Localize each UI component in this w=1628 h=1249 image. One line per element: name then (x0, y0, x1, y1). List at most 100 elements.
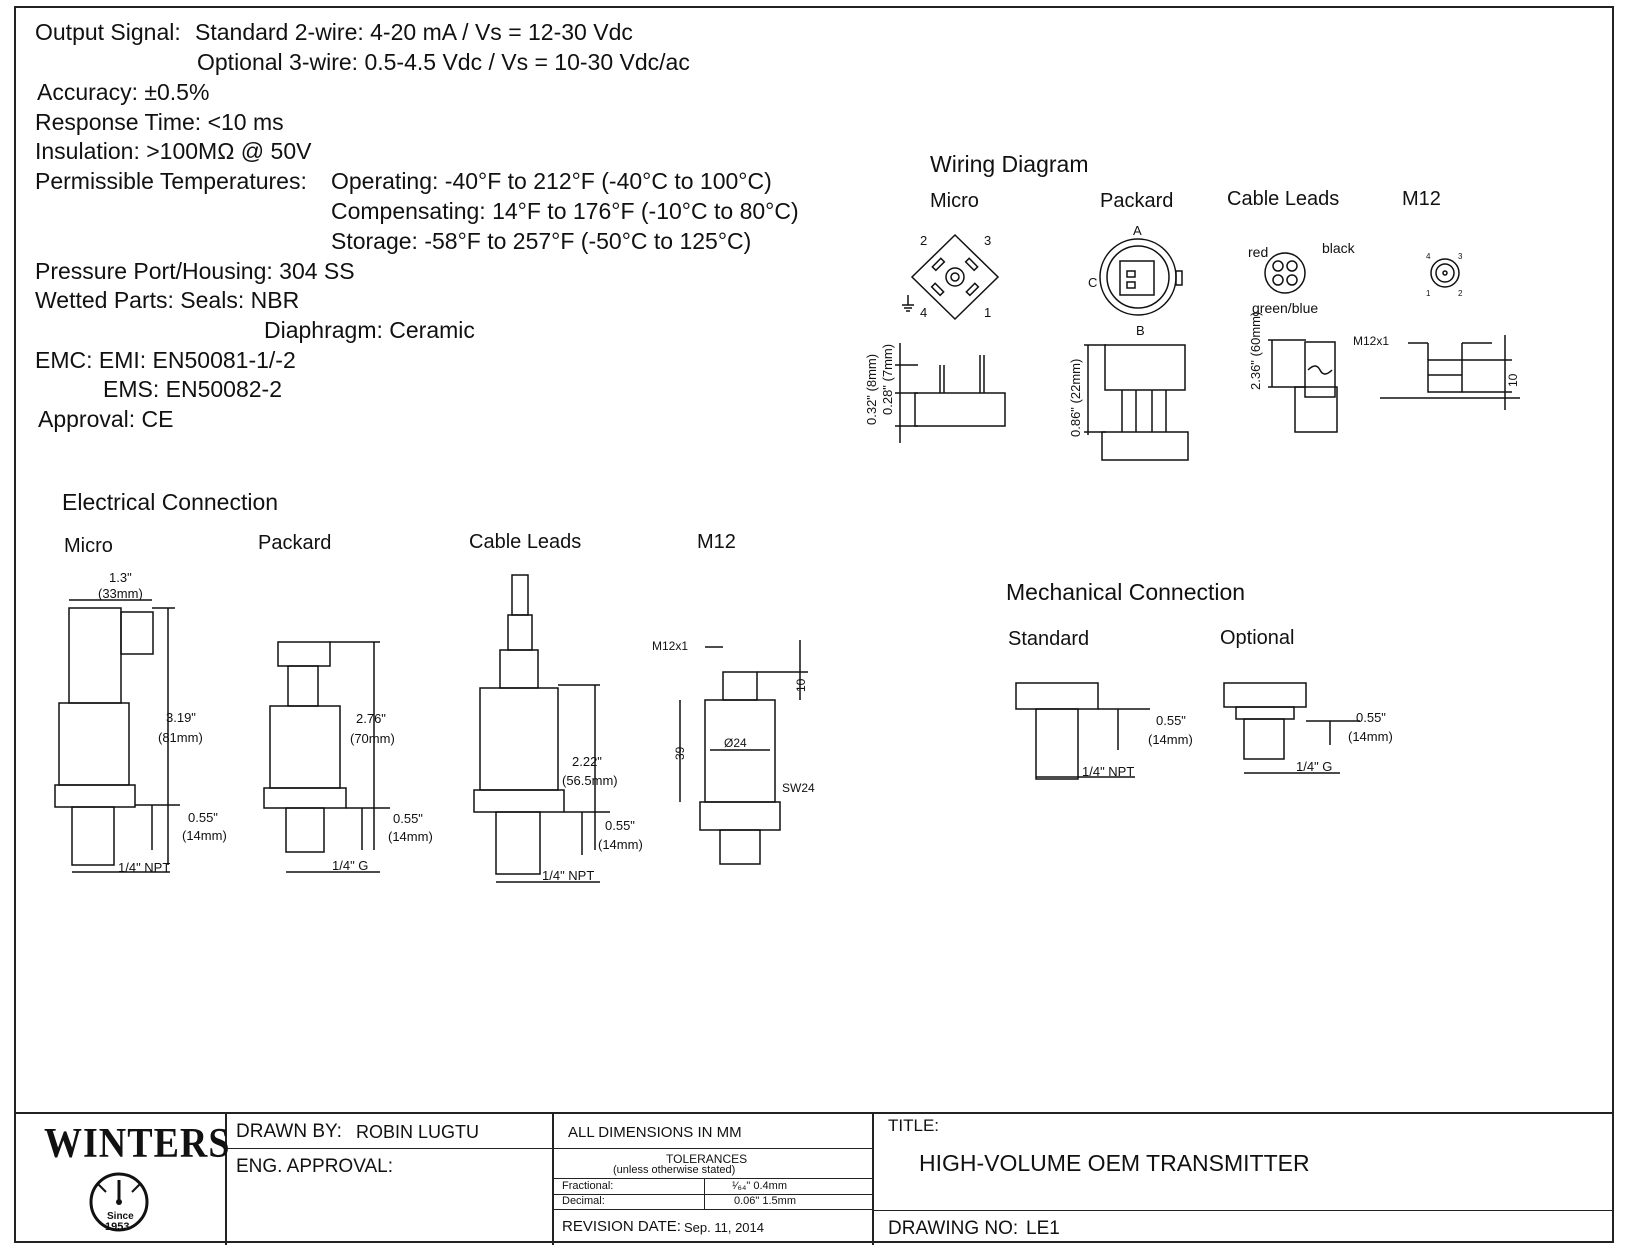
micro-pin-2: 2 (920, 233, 927, 248)
m12-hex (699, 801, 781, 831)
cable-lead-blue (1286, 274, 1298, 286)
standard-thread (1035, 708, 1079, 780)
wire-red-label: red (1248, 244, 1268, 260)
m12-side-body (1427, 359, 1463, 393)
drawing-no-value: LE1 (1026, 1218, 1060, 1239)
tb-hline-mid-3 (552, 1194, 872, 1195)
output-signal-label: Output Signal: (35, 19, 181, 45)
micro-pin-slot-2 (931, 257, 946, 272)
drawing-no-label: DRAWING NO: (888, 1218, 1019, 1239)
m12-sw-label: SW24 (782, 781, 815, 795)
micro-thread-in: 0.55" (188, 810, 218, 825)
micro-width-mm: (33mm) (98, 586, 143, 601)
approval-spec: Approval: CE (38, 406, 174, 432)
packard-pin-2 (1126, 281, 1136, 289)
micro-pin-slot-3 (964, 257, 979, 272)
drawn-by-value: ROBIN LUGTU (356, 1122, 480, 1142)
electrical-connection-title: Electrical Connection (62, 489, 279, 515)
cable-height-in: 2.22" (572, 754, 602, 769)
m12-thread (719, 829, 761, 865)
packard-hex (263, 787, 347, 809)
packard-latch (1175, 270, 1183, 286)
micro-pin-1: 1 (984, 305, 991, 320)
wire-black-label: black (1322, 240, 1356, 256)
packard-body (269, 705, 341, 789)
optional-collar (1235, 706, 1295, 720)
cable-hex (473, 789, 565, 813)
optional-thread (1243, 718, 1285, 760)
packard-height-mm: (70mm) (350, 731, 395, 746)
m12-face-outer (1430, 258, 1460, 288)
electrical-drawings: 1.3" (33mm) 3.19" (81mm) 0.55" (14mm) 1/… (54, 570, 815, 883)
wetted-seals-spec: Wetted Parts: Seals: NBR (35, 287, 300, 313)
micro-center-hole (945, 267, 965, 287)
micro-height-mm: (81mm) (158, 730, 203, 745)
cable-dim-label: 2.36" (60mm) (1248, 312, 1263, 390)
standard-thread-in: 0.55" (1156, 713, 1186, 728)
packard-side-base (1101, 431, 1189, 461)
micro-dim-label-a: 0.28" (7mm) (880, 344, 895, 415)
cable-gland (499, 649, 539, 689)
m12-face-inner (1435, 263, 1455, 283)
micro-side-body (914, 392, 1006, 427)
cable-wire (511, 574, 529, 616)
packard-pin-a: A (1133, 223, 1142, 238)
micro-pin-3: 3 (984, 233, 991, 248)
tolerances-note: (unless otherwise stated) (613, 1164, 736, 1176)
micro-pin-slot-1 (965, 282, 980, 297)
wiring-cable-label: Cable Leads (1227, 188, 1340, 210)
decimal-value: 0.06" 1.5mm (734, 1195, 796, 1207)
since-year: 1953 (105, 1221, 130, 1233)
gauge-icon (89, 1172, 149, 1232)
response-time-spec: Response Time: <10 ms (35, 109, 284, 135)
temp-operating: Operating: -40°F to 212°F (-40°C to 100°… (331, 168, 772, 194)
micro-dim-label-b: 0.32" (8mm) (864, 354, 879, 425)
micro-connector-face (910, 233, 1000, 321)
micro-thread (71, 806, 115, 866)
cable-body (479, 687, 559, 791)
standard-npt: 1/4" NPT (1082, 764, 1134, 779)
mechanical-connection-title: Mechanical Connection (1006, 579, 1246, 605)
m12-pin-2: 2 (1458, 289, 1463, 298)
mechanical-drawings: 0.55" (14mm) 1/4" NPT 0.55" (14mm) 1/4" … (1015, 682, 1393, 780)
micro-center-pin (950, 272, 960, 282)
title-block: WINTERS Since 1953 DRAWN BY: ROBIN LUGTU… (14, 1112, 1614, 1245)
packard-side-cap (1104, 344, 1186, 391)
cable-lead-red (1272, 260, 1284, 272)
packard-pin-1 (1126, 270, 1136, 278)
revision-date-value: Sep. 11, 2014 (684, 1220, 764, 1235)
m12-thread-label: M12x1 (1353, 334, 1389, 348)
tolerances-heading: TOLERANCES (666, 1152, 748, 1166)
packard-pin-c: C (1088, 275, 1097, 290)
micro-connector-screw (120, 611, 154, 655)
packard-socket (1119, 260, 1155, 296)
m12-thread-label: M12x1 (652, 639, 688, 653)
standard-thread-mm: (14mm) (1148, 732, 1193, 747)
cable-height-mm: (56.5mm) (562, 773, 618, 788)
m12-face-center (1442, 270, 1448, 276)
cable-thread-in: 0.55" (605, 818, 635, 833)
temp-compensating: Compensating: 14°F to 176°F (-10°C to 80… (331, 198, 799, 224)
output-signal-standard: Standard 2-wire: 4-20 mA / Vs = 12-30 Vd… (195, 19, 633, 45)
standard-hex (1015, 682, 1099, 710)
micro-width-in: 1.3" (109, 570, 132, 585)
mechanical-standard-label: Standard (1008, 628, 1090, 650)
m12-dia-label: Ø24 (724, 736, 747, 750)
electrical-micro-label: Micro (64, 535, 113, 557)
wiring-diagram-title: Wiring Diagram (930, 151, 1089, 177)
micro-height-in: 3.19" (166, 710, 196, 725)
tb-hline-right (872, 1210, 1614, 1211)
temperatures-label: Permissible Temperatures: (35, 168, 307, 194)
accuracy-spec: Accuracy: ±0.5% (37, 79, 210, 105)
emc-emi-spec: EMC: EMI: EN50081-1/-2 (35, 347, 296, 373)
m12-top-label: 10 (794, 678, 808, 692)
cable-lead-green (1272, 274, 1284, 286)
drawing-frame (14, 6, 1614, 1243)
decimal-label: Decimal: (562, 1195, 605, 1207)
packard-thread-mm: (14mm) (388, 829, 433, 844)
packard-g: 1/4" G (332, 858, 368, 873)
packard-cap (277, 641, 331, 667)
output-signal-optional: Optional 3-wire: 0.5-4.5 Vdc / Vs = 10-3… (197, 49, 690, 75)
optional-hex (1223, 682, 1307, 708)
micro-pin-4: 4 (920, 305, 927, 320)
